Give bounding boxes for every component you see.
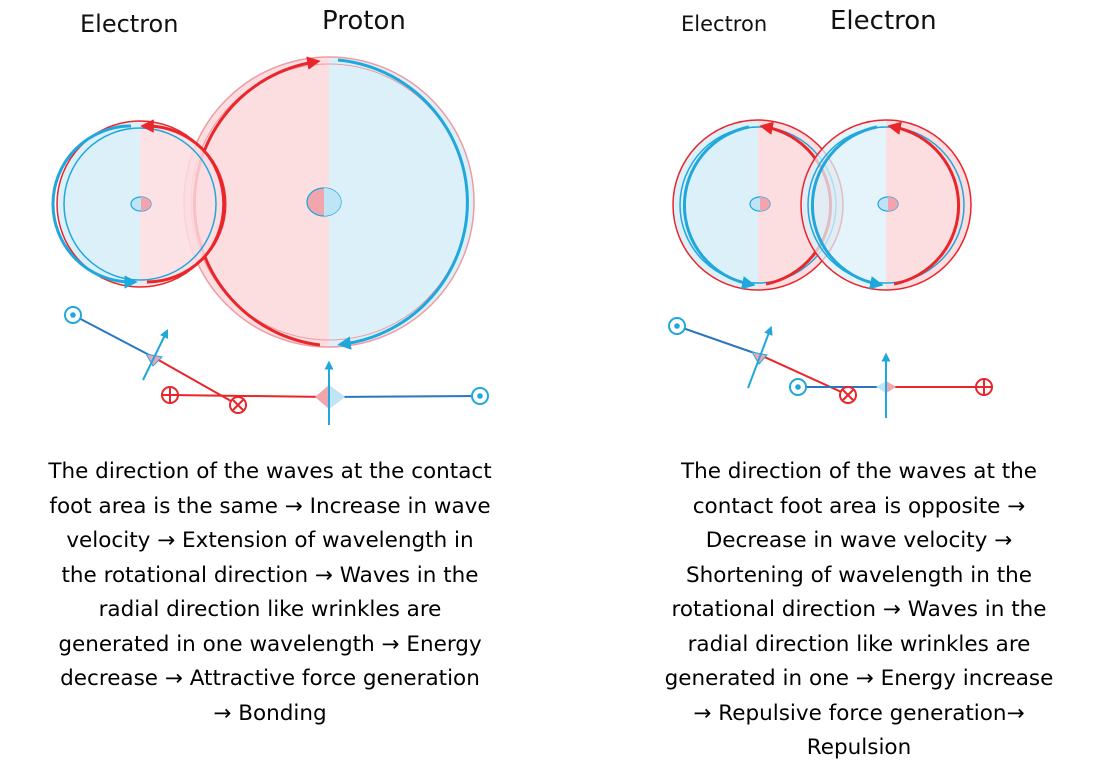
caption-line: decrease → Attractive force generation [60,666,480,691]
dot-symbol-icon [668,317,686,335]
caption-right: The direction of the waves at the contac… [620,455,1098,766]
electron-label: Electron [80,10,179,38]
caption-line: → Repulsive force generation→ [693,700,1025,726]
caption-line: contact foot area is opposite → [692,493,1026,519]
caption-line: foot area is the same → Increase in wave [49,493,491,519]
wave-line-right [676,325,984,418]
dot-symbol-icon [789,378,807,396]
proton-label: Proton [322,6,406,36]
cross-circle-icon [839,386,857,404]
dot-symbol-icon [64,306,82,324]
caption-line: Decrease in wave velocity → [705,528,1013,553]
dot-symbol-icon [471,387,489,405]
caption-line: The direction of the waves at the contac… [48,459,492,484]
caption-line: radial direction like wrinkles are [98,597,442,622]
caption-line: → Bonding [213,700,327,726]
electron-label: Electron [681,12,768,36]
caption-left: The direction of the waves at the contac… [0,455,540,731]
caption-line: Shortening of wavelength in the [686,562,1032,588]
electron-label: Electron [830,6,937,36]
caption-line: The direction of the waves at the [680,459,1038,484]
caption-line: generated in one wavelength → Energy [58,631,482,657]
electron-circle-right-2 [800,119,972,291]
wave-line-left [72,314,481,425]
plus-circle-icon [161,386,179,404]
caption-line: generated in one → Energy increase [664,666,1054,691]
caption-line: velocity → Extension of wavelength in [66,528,474,553]
caption-line: radial direction like wrinkles are [687,631,1031,657]
electron-circle-left [51,119,227,289]
plus-circle-icon [975,378,993,396]
caption-line: Repulsion [806,735,912,760]
cross-circle-icon [229,396,247,414]
caption-line: the rotational direction → Waves in the [61,562,479,588]
proton-circle [183,56,475,350]
caption-line: rotational direction → Waves in the [671,597,1047,622]
